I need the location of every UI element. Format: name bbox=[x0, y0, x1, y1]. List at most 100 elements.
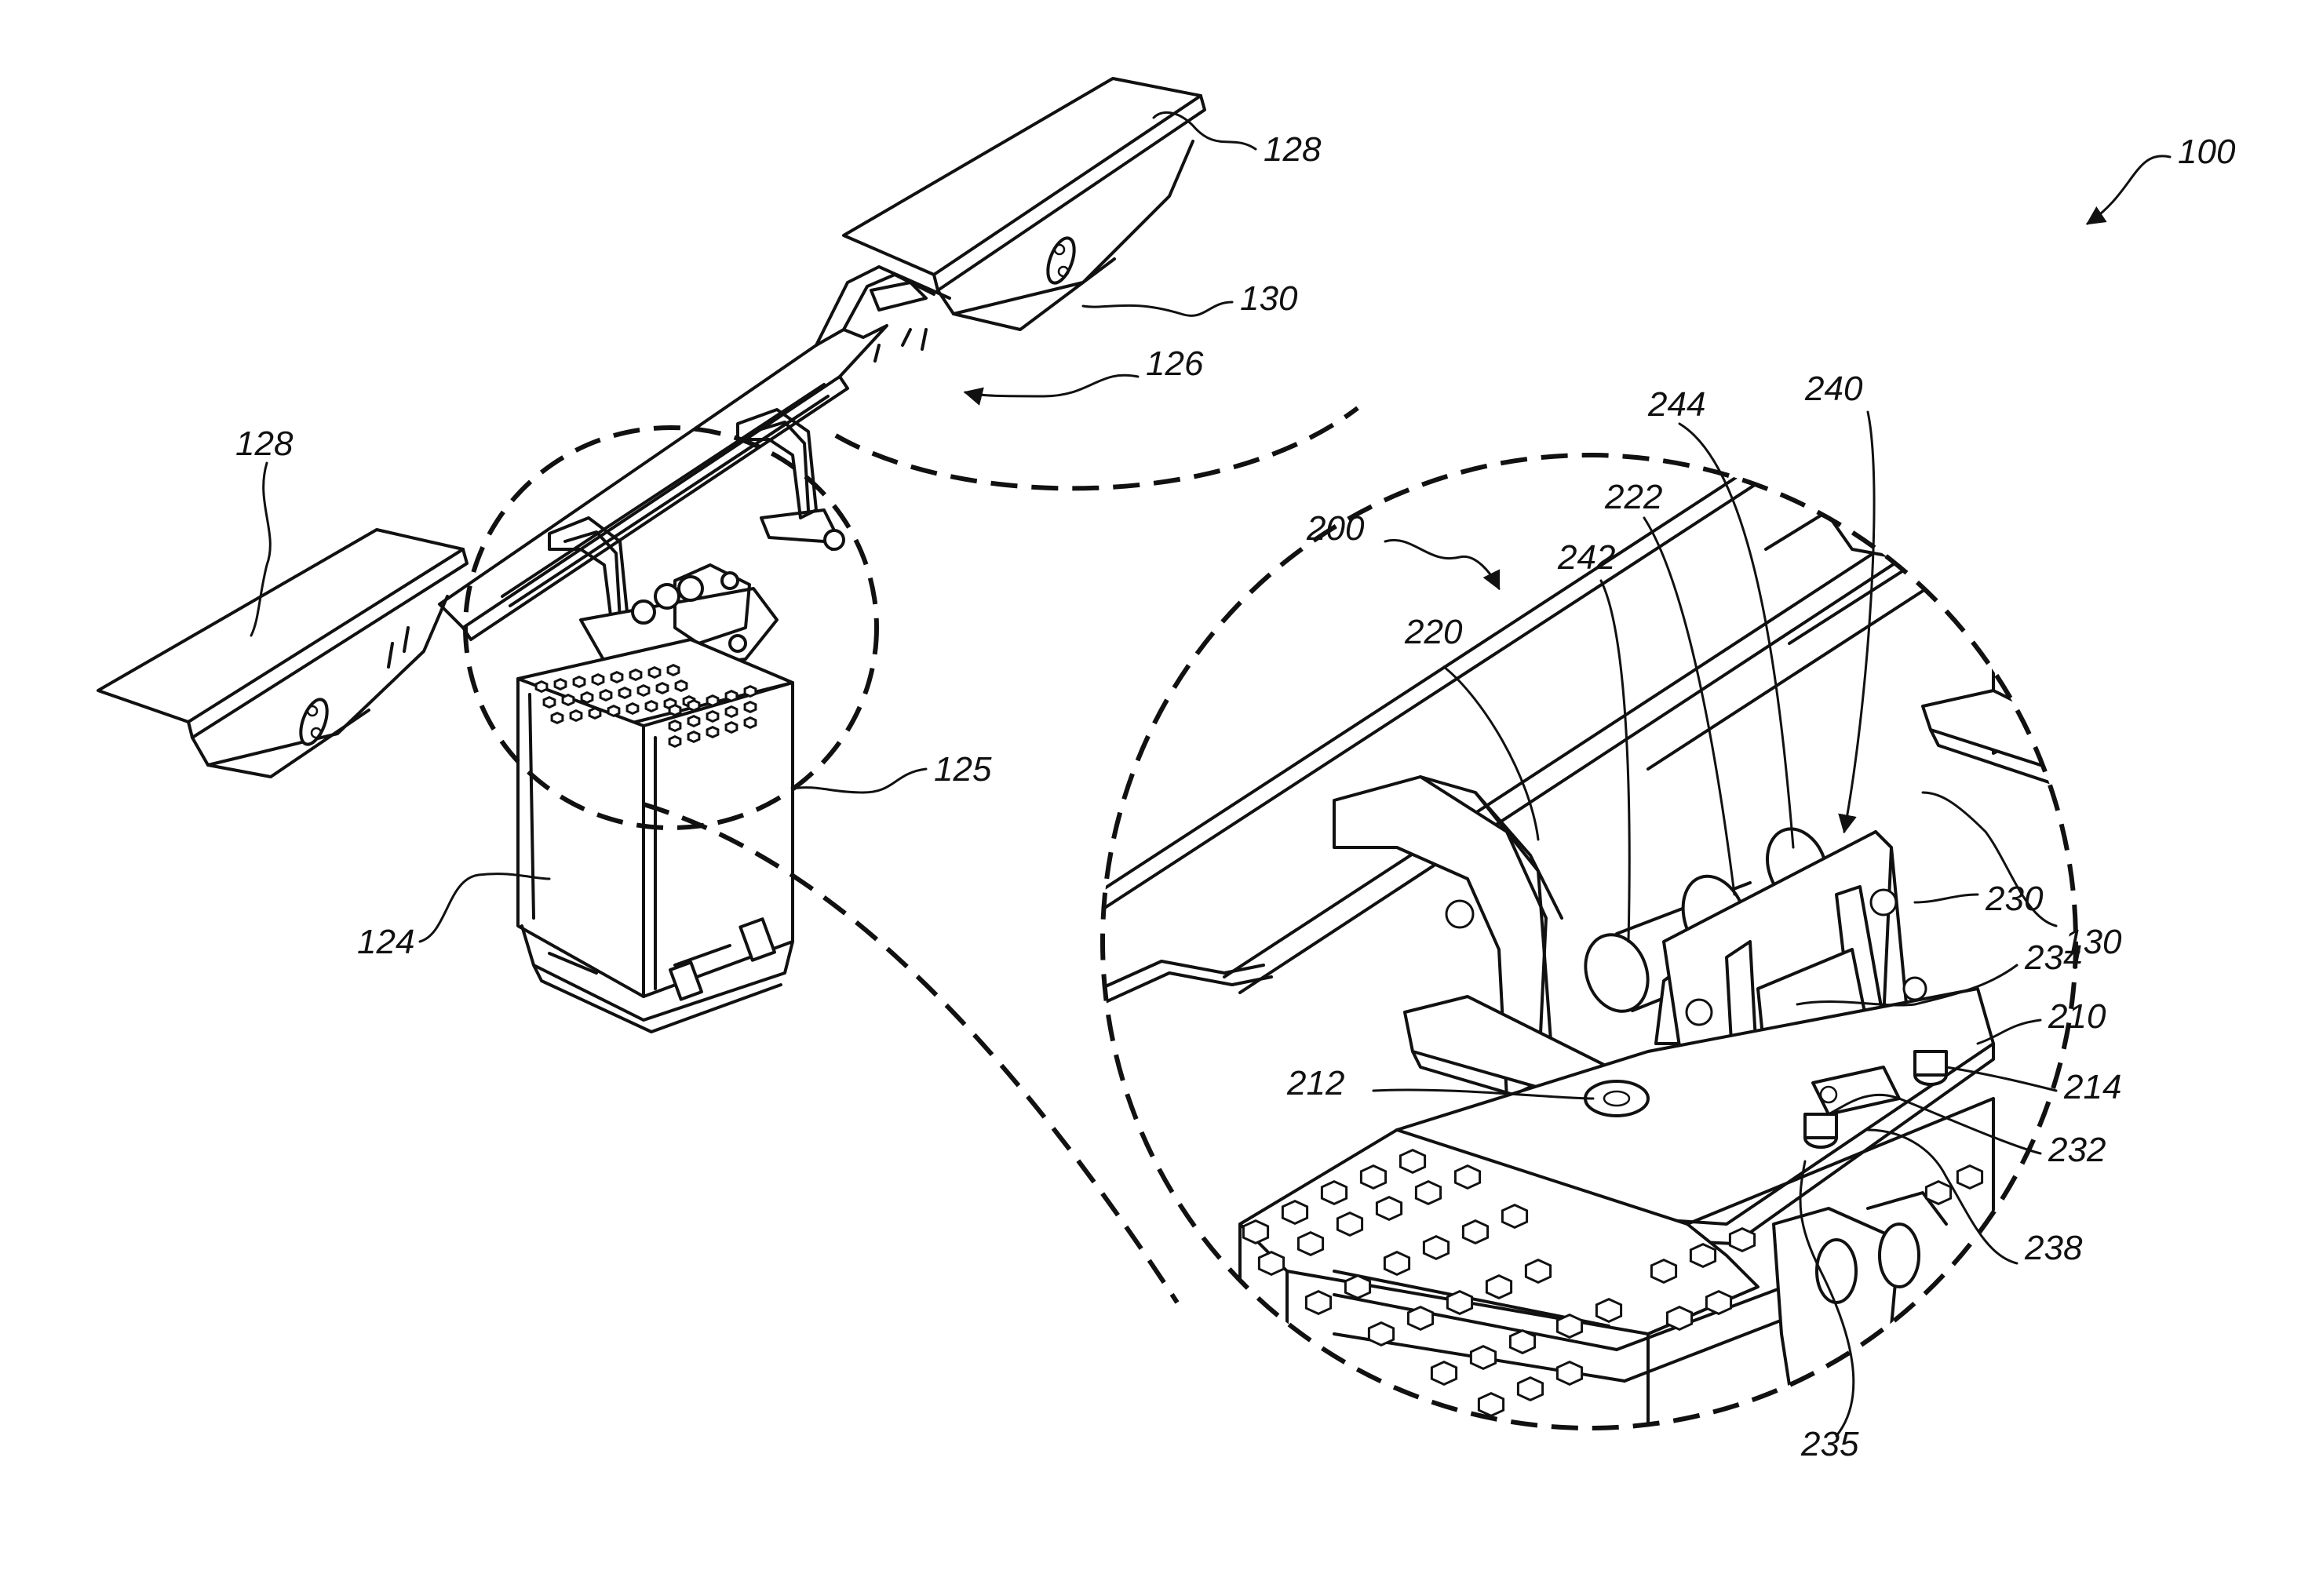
hex-bolt bbox=[1424, 1237, 1448, 1259]
hex-bolt bbox=[638, 686, 649, 696]
hex-bolt bbox=[1408, 1307, 1432, 1330]
leader-242 bbox=[1601, 581, 1629, 942]
hex-bolt bbox=[630, 670, 641, 680]
label-128-lower: 128 bbox=[235, 425, 294, 463]
leader-100 bbox=[2088, 156, 2170, 224]
hex-bolt bbox=[1431, 1362, 1456, 1385]
hex-bolt bbox=[627, 704, 638, 714]
hex-bolt bbox=[688, 732, 699, 742]
hex-bolt bbox=[646, 701, 657, 712]
hex-bolt bbox=[726, 691, 737, 701]
hex-bolt bbox=[668, 665, 679, 676]
hex-bolt bbox=[536, 682, 547, 692]
label-244: 244 bbox=[1647, 385, 1705, 424]
magnify-line-top bbox=[836, 408, 1358, 488]
leader-240 bbox=[1844, 412, 1874, 832]
leader-125 bbox=[793, 769, 926, 793]
detail-view bbox=[1083, 259, 2167, 1491]
hex-bolt bbox=[745, 718, 756, 728]
label-238: 238 bbox=[2024, 1229, 2083, 1267]
hex-bolt bbox=[1337, 1213, 1362, 1236]
hex-bolt bbox=[745, 687, 756, 697]
label-212: 212 bbox=[1286, 1064, 1344, 1102]
hex-bolt bbox=[1377, 1197, 1401, 1220]
hex-bolt bbox=[1730, 1229, 1754, 1252]
hex-bolt bbox=[1416, 1182, 1440, 1204]
hex-bolt bbox=[555, 680, 566, 690]
hex-bolt bbox=[707, 712, 718, 722]
hex-bolt bbox=[589, 709, 600, 719]
label-126: 126 bbox=[1146, 344, 1204, 383]
detail-beam bbox=[1083, 259, 2072, 1012]
hex-bolt bbox=[611, 672, 622, 683]
hex-bolt bbox=[1690, 1244, 1715, 1267]
lower-shoe-plate bbox=[98, 530, 467, 777]
label-128-upper: 128 bbox=[1264, 130, 1322, 169]
hex-bolt bbox=[552, 713, 563, 723]
label-222: 222 bbox=[1604, 478, 1662, 516]
label-230: 230 bbox=[1985, 880, 2044, 918]
hex-bolt bbox=[1706, 1292, 1730, 1314]
hex-bolt bbox=[574, 677, 585, 687]
hex-bolt bbox=[1486, 1276, 1511, 1299]
hex-bolt bbox=[669, 737, 680, 747]
hex-bolt bbox=[707, 727, 718, 738]
hex-bolt bbox=[544, 698, 555, 708]
leader-126 bbox=[965, 375, 1138, 396]
hex-bolt bbox=[1471, 1346, 1495, 1369]
hex-bolt bbox=[669, 721, 680, 731]
hex-bolt bbox=[1557, 1315, 1581, 1338]
hex-bolt bbox=[745, 702, 756, 712]
label-242: 242 bbox=[1557, 538, 1615, 577]
hex-bolt bbox=[688, 701, 699, 711]
hex-bolt bbox=[571, 711, 582, 721]
hex-bolt bbox=[1361, 1166, 1385, 1189]
hex-bolt bbox=[1510, 1331, 1534, 1354]
hex-bolt bbox=[1926, 1182, 1950, 1204]
hex-bolt bbox=[676, 681, 687, 691]
overview-assembly bbox=[98, 78, 1358, 1303]
hex-bolt bbox=[1369, 1323, 1393, 1346]
label-214: 214 bbox=[2063, 1068, 2121, 1106]
hex-bolt bbox=[1400, 1150, 1424, 1173]
hex-bolt bbox=[1298, 1233, 1322, 1255]
hex-bolt bbox=[1306, 1292, 1330, 1314]
hex-bolt bbox=[593, 675, 604, 685]
upper-shoe-plate bbox=[844, 78, 1205, 330]
leader-222 bbox=[1644, 518, 1734, 895]
hex-bolt bbox=[669, 705, 680, 716]
hex-bolt bbox=[1455, 1166, 1479, 1189]
leader-200 bbox=[1385, 540, 1499, 588]
label-220: 220 bbox=[1404, 613, 1463, 651]
detail-right-bracket bbox=[1825, 486, 2167, 816]
hex-bolt bbox=[1463, 1221, 1487, 1244]
hex-bolt bbox=[726, 707, 737, 717]
label-124: 124 bbox=[357, 923, 414, 961]
label-234: 234 bbox=[2024, 938, 2082, 977]
label-235: 235 bbox=[1800, 1425, 1859, 1463]
hex-bolt bbox=[1596, 1299, 1621, 1322]
hex-bolt bbox=[1526, 1260, 1550, 1283]
hex-bolt bbox=[1384, 1252, 1409, 1275]
hex-bolt bbox=[1259, 1252, 1283, 1275]
leader-230 bbox=[1915, 895, 1978, 902]
hex-bolt bbox=[1345, 1276, 1369, 1299]
hex-bolt bbox=[563, 695, 574, 705]
hex-bolt bbox=[1282, 1201, 1307, 1224]
hex-bolt bbox=[1243, 1221, 1267, 1244]
hex-bolt bbox=[1518, 1378, 1542, 1401]
leader-130-upper bbox=[1083, 302, 1232, 315]
hex-bolt bbox=[582, 693, 593, 703]
hex-bolt bbox=[1667, 1307, 1691, 1330]
hex-bolt bbox=[657, 683, 668, 694]
hex-bolt bbox=[1557, 1362, 1581, 1385]
hex-bolt bbox=[1479, 1394, 1503, 1416]
hex-bolt bbox=[1447, 1292, 1471, 1314]
hex-bolt bbox=[1322, 1182, 1346, 1204]
hex-bolt bbox=[1957, 1166, 1982, 1189]
leader-244 bbox=[1679, 424, 1793, 847]
hex-bolt bbox=[649, 668, 660, 678]
leader-214 bbox=[1946, 1067, 2056, 1091]
label-125: 125 bbox=[934, 750, 992, 789]
